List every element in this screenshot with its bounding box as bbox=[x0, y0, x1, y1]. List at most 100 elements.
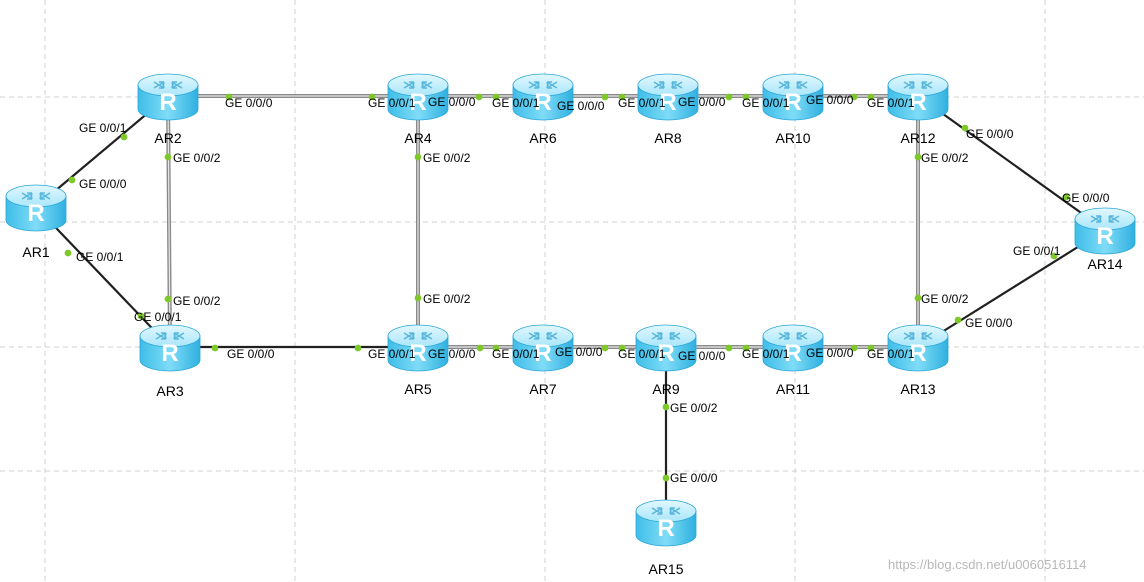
router-ar2[interactable]: R bbox=[137, 73, 199, 121]
router-arrows-icon bbox=[778, 332, 808, 340]
port-dot-ar7[interactable] bbox=[601, 344, 609, 352]
port-dot-ar7[interactable] bbox=[492, 344, 500, 352]
router-label-ar13: AR13 bbox=[900, 381, 935, 397]
port-dot-ar4[interactable] bbox=[368, 93, 376, 101]
router-ar10[interactable]: R bbox=[762, 73, 824, 121]
link-ar13-ar14[interactable] bbox=[917, 229, 1106, 348]
port-dot-ar3[interactable] bbox=[137, 312, 145, 320]
router-label-ar14: AR14 bbox=[1087, 256, 1122, 272]
port-dot-ar4[interactable] bbox=[414, 153, 422, 161]
router-ar4[interactable]: R bbox=[387, 73, 449, 121]
port-dot-ar2[interactable] bbox=[164, 153, 172, 161]
port-label-ar5: GE 0/0/1 bbox=[368, 347, 416, 361]
port-dot-ar12[interactable] bbox=[961, 124, 969, 132]
router-icon: R bbox=[762, 73, 824, 121]
router-ar11[interactable]: R bbox=[762, 324, 824, 372]
router-ar7[interactable]: R bbox=[512, 324, 574, 372]
router-ar3[interactable]: R bbox=[139, 324, 201, 372]
port-dot-ar14[interactable] bbox=[1062, 193, 1070, 201]
port-dot-ar15[interactable] bbox=[662, 474, 670, 482]
port-dot-ar10[interactable] bbox=[850, 93, 858, 101]
router-glyph-icon: R bbox=[659, 89, 676, 116]
port-dot-ar3[interactable] bbox=[164, 295, 172, 303]
router-icon: R bbox=[387, 73, 449, 121]
port-dot-ar10[interactable] bbox=[742, 93, 750, 101]
router-arrows-icon bbox=[651, 332, 681, 340]
router-top bbox=[635, 324, 697, 348]
port-label-ar5: GE 0/0/0 bbox=[428, 347, 476, 361]
port-dot-ar3[interactable] bbox=[211, 344, 219, 352]
router-arrows-icon bbox=[403, 332, 433, 340]
router-arrows-icon bbox=[528, 81, 558, 89]
port-label-ar5: GE 0/0/2 bbox=[423, 292, 471, 306]
port-dot-ar8[interactable] bbox=[618, 93, 626, 101]
port-label-ar9: GE 0/0/1 bbox=[618, 347, 666, 361]
router-label-ar8: AR8 bbox=[654, 130, 681, 146]
port-label-ar12: GE 0/0/0 bbox=[966, 127, 1014, 141]
port-label-ar1: GE 0/0/1 bbox=[76, 250, 124, 264]
port-dot-ar9[interactable] bbox=[662, 403, 670, 411]
router-top bbox=[387, 324, 449, 348]
port-dot-ar2[interactable] bbox=[225, 93, 233, 101]
port-dot-ar13[interactable] bbox=[954, 316, 962, 324]
router-ar15[interactable]: R bbox=[635, 499, 697, 547]
port-dot-ar12[interactable] bbox=[914, 153, 922, 161]
port-dot-ar5[interactable] bbox=[414, 294, 422, 302]
router-top bbox=[887, 324, 949, 348]
router-top bbox=[635, 499, 697, 523]
router-icon: R bbox=[762, 324, 824, 372]
router-icon: R bbox=[512, 73, 574, 121]
router-label-ar7: AR7 bbox=[529, 381, 556, 397]
port-dot-ar11[interactable] bbox=[742, 344, 750, 352]
port-dot-ar11[interactable] bbox=[850, 344, 858, 352]
router-glyph-icon: R bbox=[409, 89, 426, 116]
router-ar6[interactable]: R bbox=[512, 73, 574, 121]
port-dot-ar8[interactable] bbox=[725, 93, 733, 101]
port-label-ar13: GE 0/0/2 bbox=[921, 292, 969, 306]
router-ar14[interactable]: R bbox=[1074, 207, 1136, 255]
port-dot-ar5[interactable] bbox=[476, 344, 484, 352]
router-glyph-icon: R bbox=[1096, 223, 1113, 250]
router-arrows-icon bbox=[155, 332, 185, 340]
router-label-ar4: AR4 bbox=[404, 130, 431, 146]
router-icon: R bbox=[887, 324, 949, 372]
port-label-ar1: GE 0/0/0 bbox=[79, 177, 127, 191]
router-ar8[interactable]: R bbox=[637, 73, 699, 121]
router-ar1[interactable]: R bbox=[5, 184, 67, 232]
port-dot-ar12[interactable] bbox=[867, 93, 875, 101]
router-arrows-icon bbox=[21, 192, 51, 200]
port-dot-ar13[interactable] bbox=[914, 294, 922, 302]
port-dot-ar4[interactable] bbox=[475, 93, 483, 101]
port-label-ar8: GE 0/0/1 bbox=[618, 96, 666, 110]
router-ar5[interactable]: R bbox=[387, 324, 449, 372]
port-dot-ar6[interactable] bbox=[492, 93, 500, 101]
router-ar13[interactable]: R bbox=[887, 324, 949, 372]
port-dot-ar1[interactable] bbox=[64, 249, 72, 257]
router-top bbox=[5, 184, 67, 208]
port-label-ar2: GE 0/0/2 bbox=[173, 151, 221, 165]
port-dot-ar14[interactable] bbox=[1050, 252, 1058, 260]
port-dot-ar2[interactable] bbox=[120, 133, 128, 141]
port-dot-ar5[interactable] bbox=[354, 344, 362, 352]
port-dot-ar1[interactable] bbox=[68, 176, 76, 184]
port-label-ar2: GE 0/0/1 bbox=[79, 121, 127, 135]
router-arrows-icon bbox=[1090, 215, 1120, 223]
port-dot-ar9[interactable] bbox=[618, 344, 626, 352]
router-arrows-icon bbox=[903, 332, 933, 340]
port-dot-ar6[interactable] bbox=[601, 93, 609, 101]
router-icon: R bbox=[637, 73, 699, 121]
port-dot-ar9[interactable] bbox=[725, 344, 733, 352]
router-ar12[interactable]: R bbox=[887, 73, 949, 121]
router-top bbox=[137, 73, 199, 97]
link-ar1-ar3[interactable] bbox=[35, 206, 171, 348]
link-ar12-ar14[interactable] bbox=[917, 95, 1106, 231]
router-icon: R bbox=[512, 324, 574, 372]
port-dot-ar13[interactable] bbox=[867, 344, 875, 352]
router-icon: R bbox=[137, 73, 199, 121]
router-label-ar5: AR5 bbox=[404, 381, 431, 397]
router-glyph-icon: R bbox=[909, 340, 926, 367]
router-glyph-icon: R bbox=[784, 340, 801, 367]
port-label-ar3: GE 0/0/2 bbox=[173, 294, 221, 308]
router-ar9[interactable]: R bbox=[635, 324, 697, 372]
